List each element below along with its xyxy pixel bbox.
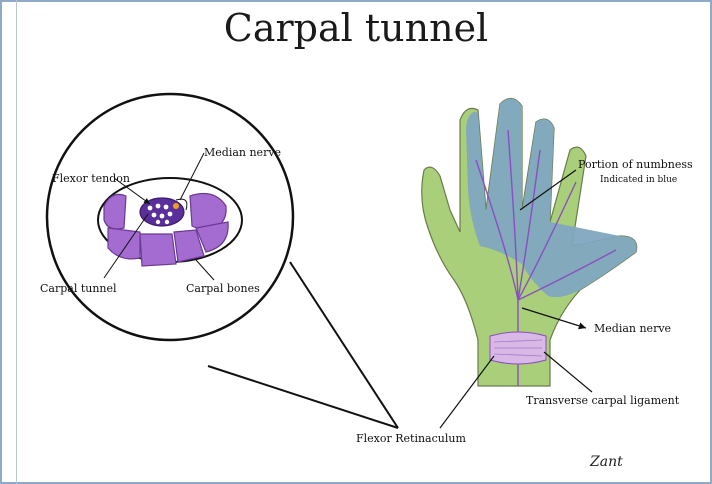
label-carpal-bones: Carpal bones [186, 282, 260, 295]
label-numbness: Portion of numbness [578, 158, 693, 171]
label-median-nerve-hand: Median nerve [594, 322, 671, 335]
cross-section-magnifier: Median nerve Flexor tendon Carpal tunnel… [40, 94, 293, 340]
label-flexor-tendon: Flexor tendon [52, 172, 130, 185]
label-carpal-tunnel: Carpal tunnel [40, 282, 117, 295]
median-nerve-dot [173, 203, 179, 209]
label-transverse-ligament: Transverse carpal ligament [526, 394, 680, 407]
label-median-nerve-cross: Median nerve [204, 146, 281, 159]
label-flexor-retinaculum: Flexor Retinaculum [356, 432, 466, 445]
label-numbness-sub: Indicated in blue [600, 175, 677, 185]
bone-mid [140, 234, 176, 266]
artist-signature: Zant [589, 454, 623, 470]
hand-illustration [422, 98, 637, 386]
tunnel-space [140, 198, 184, 226]
